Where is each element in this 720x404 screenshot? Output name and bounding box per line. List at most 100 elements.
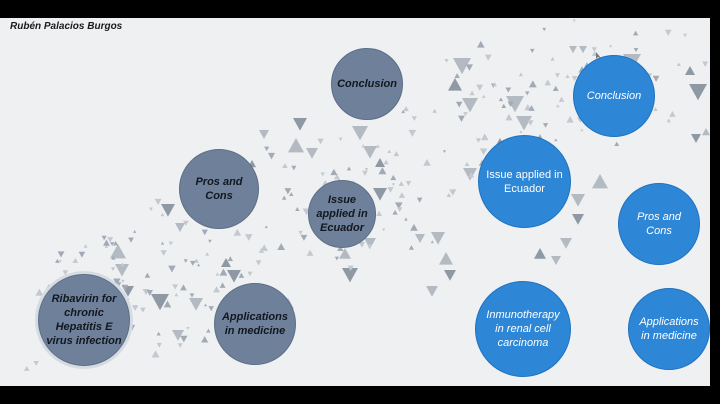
triangle-shape [189,298,203,311]
triangle-shape [196,263,201,267]
triangle-shape [83,244,88,248]
triangle-shape [664,29,672,36]
triangle-shape [398,181,404,186]
triangle-shape [107,237,114,243]
triangle-shape [475,138,481,143]
node-issue-blue[interactable]: Issue applied in Ecuador [478,135,571,228]
triangle-shape [219,268,228,276]
node-pros-cons-grey-label: Pros and Cons [195,176,243,202]
triangle-shape [282,163,288,169]
triangle-shape [550,56,555,61]
triangle-shape [415,234,425,243]
triangle-shape [110,244,126,259]
triangle-shape [378,167,387,175]
triangle-shape [57,251,65,258]
triangle-shape [390,174,397,181]
node-pros-cons-blue[interactable]: Pros and Cons [618,183,700,265]
triangle-shape [156,342,162,348]
node-conclusion-blue-label: Conclusion [586,90,642,102]
triangle-shape [375,158,385,167]
triangle-shape [528,80,537,88]
triangle-shape [691,134,701,143]
triangle-shape [455,101,463,108]
triangle-shape [260,244,268,251]
triangle-shape [201,229,208,236]
node-applications-blue[interactable]: Applications in medicine [628,288,710,370]
triangle-shape [156,331,161,336]
triangle-shape [614,141,620,146]
triangle-shape [238,272,245,278]
prezi-canvas[interactable]: Rubén Palacios Burgos Ribavirin for chro… [0,18,710,386]
triangle-shape [339,248,351,259]
triangle-shape [186,327,190,330]
triangle-shape [551,256,561,265]
node-issue-blue-label: Issue applied in Ecuador [486,168,563,195]
node-pros-cons-blue-label: Pros and Cons [636,211,682,237]
triangle-shape [183,220,189,226]
triangle-shape [398,192,406,198]
triangle-shape [439,252,453,265]
triangle-shape [109,242,115,247]
triangle-shape [121,284,129,291]
node-conclusion-blue[interactable]: Conclusion [573,55,655,137]
triangle-shape [363,146,377,159]
triangle-shape [702,61,709,67]
triangle-shape [653,107,658,111]
triangle-shape [128,237,134,243]
triangle-shape [352,126,368,141]
node-ribavirin[interactable]: Ribavirin for chronic Hepatitis E virus … [38,274,130,366]
triangle-shape [408,129,417,137]
node-applications-grey[interactable]: Applications in medicine [214,283,296,365]
triangle-shape [444,59,449,63]
triangle-shape [306,249,314,256]
triangle-shape [180,284,187,291]
triangle-shape [560,238,572,249]
triangle-shape [528,105,535,111]
triangle-shape [121,279,125,283]
node-issue-grey[interactable]: Issue applied in Ecuador [308,180,376,248]
node-conclusion-grey[interactable]: Conclusion [331,48,403,120]
triangle-shape [689,84,707,101]
triangle-shape [431,232,445,245]
triangle-shape [492,82,497,87]
triangle-shape [337,245,344,251]
triangle-shape [144,272,151,278]
triangle-shape [401,109,406,114]
triangle-shape [416,197,423,203]
triangle-shape [201,336,209,343]
triangle-shape [151,350,160,358]
node-immunotherapy[interactable]: Inmunotherapy in renal cell carcinoma [475,281,571,377]
triangle-shape [524,104,532,111]
triangle-shape [338,137,343,142]
triangle-shape [101,235,107,241]
triangle-shape [146,290,153,296]
triangle-shape [476,84,484,91]
triangle-shape [405,181,412,187]
triangle-shape [190,260,196,266]
triangle-shape [702,128,710,136]
node-pros-cons-grey[interactable]: Pros and Cons [179,149,259,229]
triangle-shape [393,151,400,157]
triangle-shape [113,278,121,286]
triangle-shape [397,207,403,213]
triangle-shape [375,144,380,148]
triangle-shape [534,248,546,259]
triangle-shape [289,192,294,197]
triangle-shape [342,268,358,283]
triangle-shape [464,161,470,167]
triangle-shape [507,101,514,107]
node-applications-grey-label: Applications in medicine [221,311,288,337]
triangle-shape [426,286,438,297]
triangle-shape [633,48,639,53]
triangle-shape [215,272,220,276]
triangle-shape [463,112,468,117]
triangle-shape [306,148,318,159]
triangle-shape [140,307,146,313]
triangle-shape [172,284,179,290]
triangle-shape [453,58,471,75]
triangle-shape [160,212,165,217]
cursor-icon [596,52,601,59]
triangle-shape [376,210,383,216]
triangle-shape [556,104,560,108]
